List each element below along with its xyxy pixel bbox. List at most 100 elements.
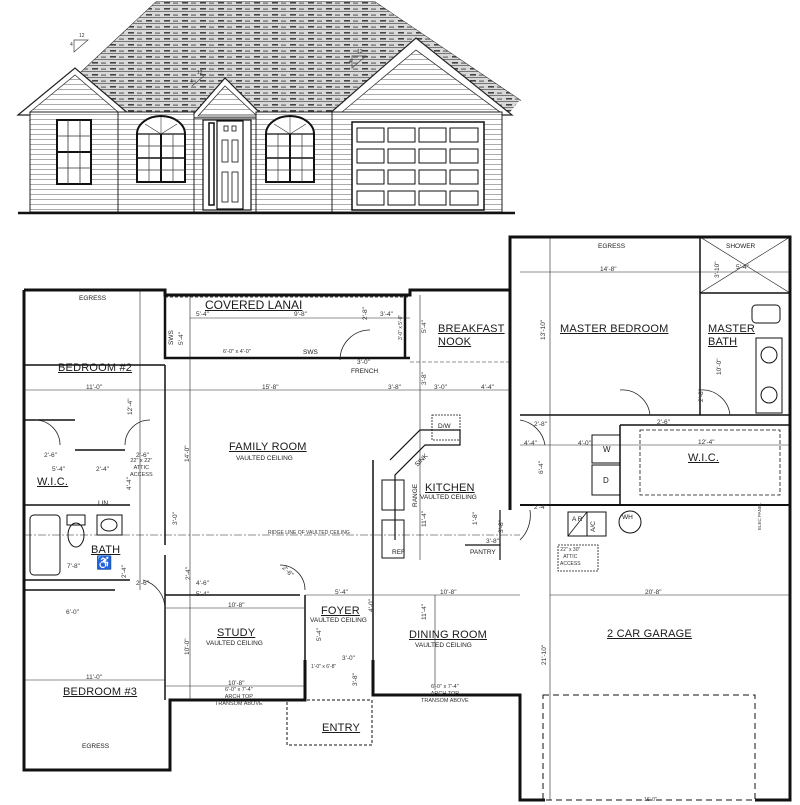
bath-door: 2'-4" <box>121 565 128 578</box>
roof-pitch-rise: 4 <box>70 42 73 48</box>
shower-dim-1: 3'-10" <box>714 261 721 278</box>
attic-left-line3: ACCESS <box>130 472 153 478</box>
dining-transom-note: TRANSOM ABOVE <box>421 698 469 704</box>
master-depth: 13'-10" <box>540 319 547 340</box>
bedroom2-egress-label: EGRESS <box>79 295 107 302</box>
washer-label: W <box>603 445 611 454</box>
dishwasher-label: D/W <box>438 423 451 430</box>
lanai-door-size: 3'-0" <box>357 359 370 366</box>
linen-width: 2'-4" <box>96 466 109 473</box>
foyer-side: 4'-0" <box>368 599 375 612</box>
bedroom3-width: 11'-0" <box>86 674 103 681</box>
ac-label: A/C <box>590 521 597 532</box>
study-door: 2'-6" <box>280 564 295 579</box>
attic-access-left: 22" x 22" ATTIC ACCESS <box>130 458 153 479</box>
lanai-door-type: FRENCH <box>351 368 379 375</box>
dining-depth: 11'-4" <box>421 603 428 620</box>
roof-pitch-rise: 4 <box>349 59 352 65</box>
garage-name: 2 CAR GARAGE <box>607 628 692 640</box>
attic-access-garage: 22" x 30" ATTIC ACCESS <box>560 547 581 568</box>
bedroom2-depth: 12'-4" <box>127 398 134 415</box>
dining-transom-type: ARCH TOP <box>430 691 459 697</box>
dryer-label: D <box>603 476 609 485</box>
laundry-depth: 6'-4" <box>538 461 545 474</box>
nook-side: 3'-8" <box>421 372 428 385</box>
nook-dim-1: 3'-8" <box>388 384 401 391</box>
master-wic-name: W.I.C. <box>688 452 720 464</box>
laundry-door-2: 2'-4" <box>534 504 547 511</box>
window-left <box>56 119 92 185</box>
foyer-ceiling: VAULTED CEILING <box>310 617 367 624</box>
bath-name: BATH <box>91 544 121 556</box>
family-room-name: FAMILY ROOM <box>229 441 307 453</box>
foyer-name: FOYER <box>321 605 360 617</box>
study-transom-size: 6'-0" x 7'-4" <box>224 687 253 693</box>
foyer-door-width: 3'-0" <box>342 655 355 662</box>
lanai-side-window: 3'-0" x 5'-0" <box>398 314 404 340</box>
nook-dim-2: 3'-0" <box>434 384 447 391</box>
laundry-door-1: 2'-8" <box>534 421 547 428</box>
bath-width: 7'-8" <box>67 563 80 570</box>
pantry-depth: 3'-8" <box>498 520 505 533</box>
bath-dim-1: 2'-6" <box>136 452 149 459</box>
master-width: 14'-8" <box>600 266 617 273</box>
master-bath-door: 2'-8" <box>698 389 705 402</box>
linen-label: LIN. <box>98 500 110 507</box>
garage-width: 20'-8" <box>645 589 662 596</box>
range-label: RANGE <box>412 483 419 507</box>
garage-depth: 21'-10" <box>541 644 548 665</box>
study-transom: 6'-0" x 7'-4" ARCH TOP TRANSOM ABOVE <box>215 687 263 708</box>
attic-left-size: 22" x 22" <box>130 458 153 464</box>
study-ceiling: VAULTED CEILING <box>206 640 263 647</box>
lanai-window-size: 6'-0" x 4'-0" <box>223 349 251 355</box>
study-side: 2'-4" <box>185 567 192 580</box>
master-bath-name-2: BATH <box>708 336 738 348</box>
sink-label: SINK <box>413 452 430 469</box>
shower-dim-2: 5'-4" <box>736 264 749 271</box>
roof-pitch-run: 12 <box>79 33 85 39</box>
family-room-width: 15'-8" <box>262 384 279 391</box>
master-bath-depth: 10'-0" <box>716 358 723 375</box>
garage-door <box>351 121 485 211</box>
master-bath-name-1: MASTER <box>708 323 756 335</box>
master-wic-width: 12'-4" <box>698 439 715 446</box>
dining-transom: 6'-0" x 7'-4" ARCH TOP TRANSOM ABOVE <box>421 684 469 705</box>
arched-window-right <box>265 115 315 183</box>
lanai-dim-4: 2'-8" <box>362 307 369 320</box>
master-egress-label: EGRESS <box>598 243 626 250</box>
roof-pitch-run: 12 <box>197 70 203 76</box>
study-transom-note: TRANSOM ABOVE <box>215 701 263 707</box>
entry-name: ENTRY <box>322 722 361 734</box>
study-depth: 10'-0" <box>184 638 191 655</box>
kitchen-name: KITCHEN <box>425 482 475 494</box>
bedroom3-egress-label: EGRESS <box>82 743 110 750</box>
study-name: STUDY <box>217 627 256 639</box>
family-room-ceiling: VAULTED CEILING <box>236 455 293 462</box>
accessible-icon: ♿ <box>96 555 113 570</box>
shower-label: SHOWER <box>726 243 756 250</box>
roof-pitch-run: 12 <box>357 49 363 55</box>
bedroom3-name: BEDROOM #3 <box>63 686 138 698</box>
wic-left-name: W.I.C. <box>37 476 69 488</box>
wic-left-door: 2'-6" <box>44 452 57 459</box>
study-closet-width: 5'-4" <box>196 591 209 598</box>
study-width: 10'-8" <box>228 602 245 609</box>
front-elevation-drawing <box>16 1 522 215</box>
family-room-side: 3'-0" <box>172 512 179 525</box>
ref-label: REF <box>392 549 405 556</box>
front-door <box>202 119 252 211</box>
attic-garage-line2: ATTIC <box>563 554 578 560</box>
lanai-sws-left: SWS <box>168 330 175 345</box>
master-wic-door: 2'-6" <box>657 419 670 426</box>
lanai-sws-bottom: SWS <box>303 349 318 356</box>
bath-dim-2: 4'-4" <box>126 477 133 490</box>
nook-dim-3: 4'-4" <box>481 384 494 391</box>
roof-pitch-rise: 4 <box>190 79 193 85</box>
kitchen-ceiling: VAULTED CEILING <box>420 494 477 501</box>
master-bedroom-name: MASTER BEDROOM <box>560 323 669 335</box>
kitchen-depth: 11'-4" <box>421 510 428 527</box>
entry-depth: 3'-8" <box>352 673 359 686</box>
lanai-dim-3: 3'-4" <box>380 311 393 318</box>
lanai-dim-5: 5'-4" <box>178 332 185 345</box>
foyer-side-door: 1'-0" x 6'-8" <box>311 664 337 670</box>
